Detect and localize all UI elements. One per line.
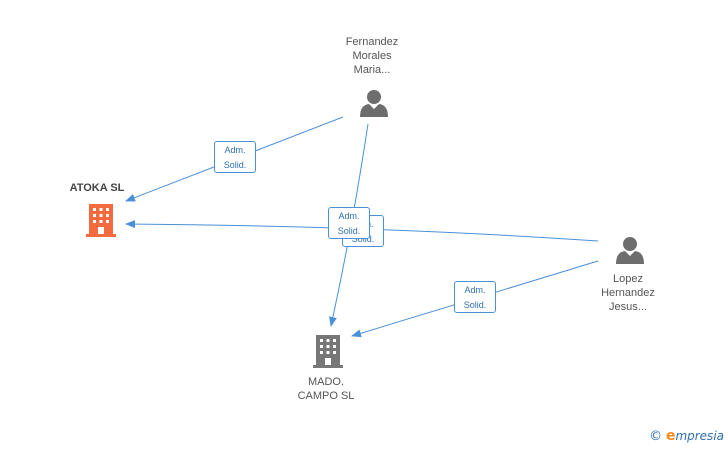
edge-label-fernandez-mado[interactable]: Adm. Solid. [328, 207, 370, 239]
edge-label-line: Solid. [351, 234, 375, 244]
edge-label-line: Solid. [337, 226, 361, 236]
node-label-line: Morales [352, 50, 392, 62]
node-label-line: MADO. [307, 376, 345, 388]
node-label-lopez[interactable]: Lopez Hernandez Jesus... [588, 272, 668, 314]
edge-label-lopez-mado[interactable]: Adm. Solid. [454, 281, 496, 313]
person-icon[interactable] [360, 90, 388, 117]
node-label-line: CAMPO SL [297, 390, 355, 402]
edge-label-line: Solid. [463, 300, 487, 310]
brand-name: mpresia [675, 429, 724, 443]
node-label-line: Jesus... [609, 301, 647, 313]
node-label-line: Lopez [613, 273, 643, 285]
brand-logo: © empresia [649, 428, 724, 444]
node-label-atoka[interactable]: ATOKA SL [69, 182, 125, 194]
brand-initial: e [665, 428, 676, 444]
edge-label-line: Adm. [464, 285, 486, 295]
node-label-mado[interactable]: MADO. CAMPO SL [288, 375, 364, 403]
edge-label-line: Solid. [223, 160, 247, 170]
edge-label-fernandez-atoka[interactable]: Adm. Solid. [214, 141, 256, 173]
node-label-fernandez[interactable]: Fernandez Morales Maria... [332, 35, 412, 77]
edge-label-line: Adm. [224, 145, 246, 155]
node-label-line: Fernandez [345, 36, 399, 48]
person-icon[interactable] [616, 237, 644, 264]
edge-label-line: Adm. [338, 211, 360, 221]
copyright-symbol: © [649, 429, 663, 444]
building-icon[interactable] [313, 335, 343, 368]
building-icon[interactable] [86, 204, 116, 237]
node-label-line: Hernandez [601, 287, 655, 299]
node-label-line: Maria... [353, 64, 391, 76]
